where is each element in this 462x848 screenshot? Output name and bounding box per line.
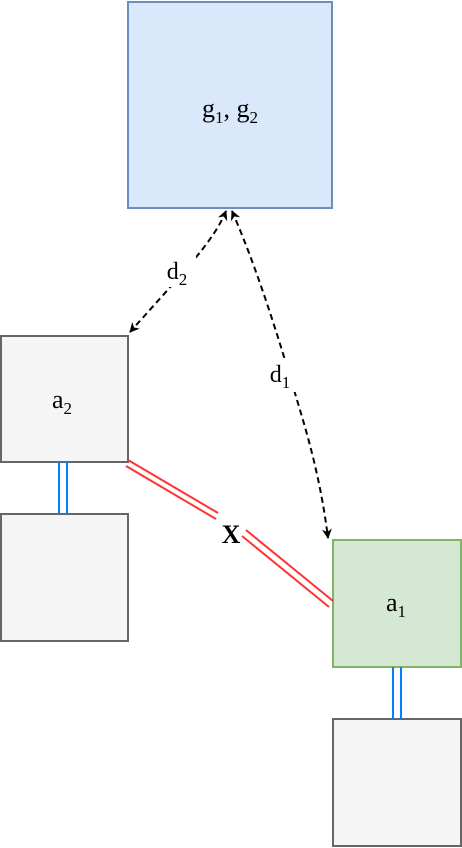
agent1-partner-link: [392, 667, 402, 719]
blocked-link: [125, 459, 334, 608]
goal-box: [127, 1, 333, 209]
agent2-node[interactable]: a2: [0, 335, 129, 463]
blocked-link-mark: X: [222, 520, 241, 549]
agent2-partner-link: [58, 462, 68, 514]
agent2-box: [0, 335, 129, 463]
agent1-label: a1: [386, 588, 406, 621]
distance-arrow-d1: [231, 210, 332, 539]
d2-label: d2: [167, 259, 188, 289]
agent1-node[interactable]: a1: [332, 539, 462, 668]
goal-label: g1, g2: [202, 94, 258, 127]
d2-label-bg: [160, 255, 196, 287]
agent1-partner-box[interactable]: [332, 718, 462, 847]
goal-node[interactable]: g1, g2: [127, 1, 333, 209]
agent1-box: [332, 539, 462, 668]
d1-label-bg: [264, 358, 298, 392]
agent2-partner-box[interactable]: [0, 513, 129, 642]
agent2-label: a2: [52, 385, 72, 418]
d1-label: d1: [270, 362, 291, 392]
